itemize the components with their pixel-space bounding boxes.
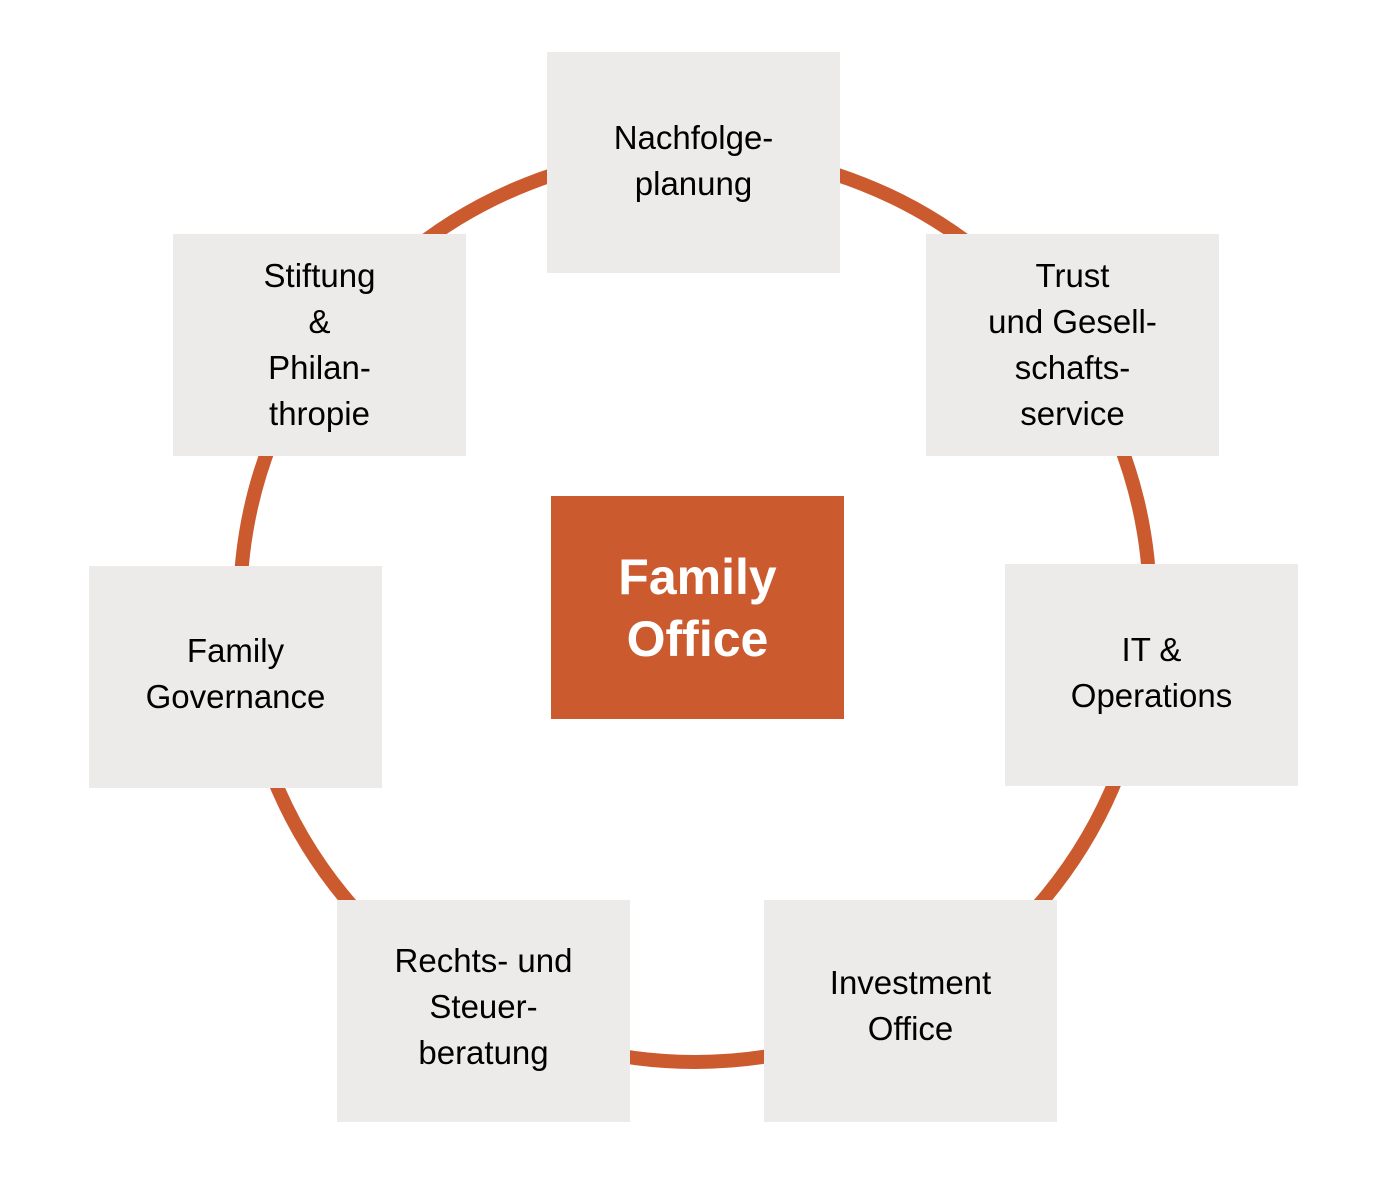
node-nachfolgeplanung: Nachfolge- planung <box>547 52 840 273</box>
node-stiftung-philanthropie: Stiftung & Philan- thropie <box>173 234 466 456</box>
center-label: Family Office <box>618 548 777 667</box>
node-label: Stiftung & Philan- thropie <box>263 257 376 432</box>
node-investment-office: Investment Office <box>764 900 1057 1122</box>
center-node-family-office: Family Office <box>551 496 844 719</box>
node-label: Family Governance <box>145 632 326 715</box>
node-it-operations: IT & Operations <box>1005 564 1298 786</box>
node-trust-gesellschaftsservice: Trust und Gesell- schafts- service <box>926 234 1219 456</box>
node-label: IT & Operations <box>1070 631 1233 714</box>
node-label: Investment Office <box>829 964 992 1047</box>
node-family-governance: Family Governance <box>89 566 382 788</box>
node-label: Trust und Gesell- schafts- service <box>988 257 1157 432</box>
node-label: Nachfolge- planung <box>613 118 774 202</box>
node-rechts-steuerberatung: Rechts- und Steuer- beratung <box>337 900 630 1122</box>
node-label: Rechts- und Steuer- beratung <box>394 942 573 1071</box>
